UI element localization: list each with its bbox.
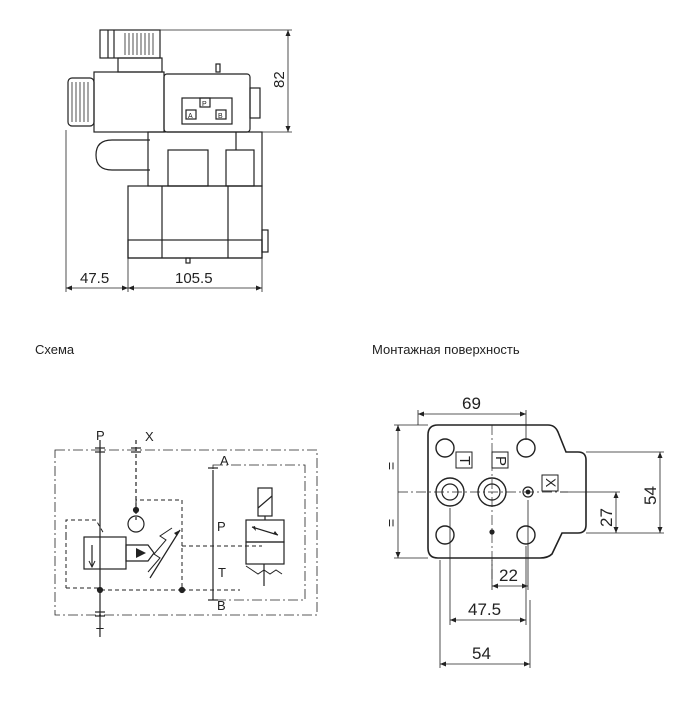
mount-port-x-letter: X bbox=[543, 478, 559, 488]
dim-47-5-top: 47.5 bbox=[80, 270, 109, 287]
connector-plug bbox=[99, 29, 161, 59]
label-plate bbox=[181, 97, 233, 125]
schema-port-a: A bbox=[220, 453, 229, 468]
schema-port-t-bottom: T bbox=[96, 625, 104, 640]
schema-port-x: X bbox=[145, 429, 154, 444]
screw-hole-1 bbox=[435, 438, 455, 458]
main-body bbox=[127, 185, 263, 259]
mount-port-p-letter: P bbox=[492, 456, 509, 466]
dim-54-vertical: 54 bbox=[641, 486, 660, 505]
solenoid-housing bbox=[163, 73, 251, 133]
label-b-plate: B bbox=[218, 113, 223, 120]
dim-22: 22 bbox=[499, 566, 518, 585]
solenoid-coil bbox=[93, 71, 165, 133]
valve-position-2 bbox=[245, 541, 285, 565]
schema-port-t: T bbox=[218, 565, 226, 580]
label-a-plate: A bbox=[188, 113, 193, 120]
valve-side-view bbox=[65, 29, 292, 292]
dim-47-5-mount: 47.5 bbox=[468, 600, 501, 619]
check-orifice bbox=[127, 515, 145, 533]
dim-69: 69 bbox=[462, 394, 481, 413]
screw-hole-2 bbox=[516, 438, 536, 458]
dim-82: 82 bbox=[271, 71, 288, 88]
dim-54-bottom: 54 bbox=[472, 644, 491, 663]
schema-frame bbox=[54, 449, 318, 616]
label-p-plate: P bbox=[202, 101, 207, 108]
schema-port-b: B bbox=[217, 598, 226, 613]
plug-base bbox=[117, 57, 163, 73]
hydraulic-schema bbox=[54, 440, 318, 628]
mounting-surface bbox=[394, 410, 664, 668]
screw-hole-3 bbox=[435, 525, 455, 545]
dim-27: 27 bbox=[597, 508, 616, 527]
end-cap bbox=[249, 87, 261, 119]
mount-port-t-letter: T bbox=[456, 456, 473, 465]
upper-block bbox=[147, 131, 263, 187]
dim-105-5: 105.5 bbox=[175, 270, 213, 287]
schema-port-p: P bbox=[217, 519, 226, 534]
pilot-valve-frame bbox=[212, 464, 306, 601]
screw-hole-4 bbox=[516, 525, 536, 545]
schema-port-p-top: P bbox=[96, 428, 105, 443]
equal-marker-2: = bbox=[383, 519, 399, 527]
pilot-cartridge bbox=[95, 139, 150, 171]
mounting-plate-outline bbox=[427, 424, 587, 559]
schema-title: Схема bbox=[35, 342, 75, 357]
equal-marker-1: = bbox=[383, 462, 399, 470]
mounting-title: Монтажная поверхность bbox=[372, 342, 520, 357]
